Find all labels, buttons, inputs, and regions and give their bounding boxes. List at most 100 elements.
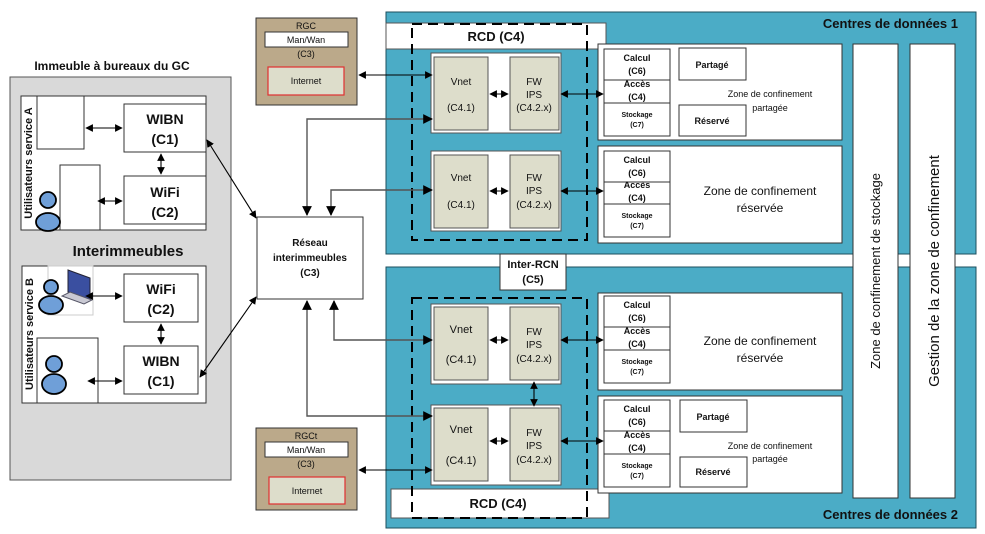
rcd-unit-dc2-1: Vnet (C4.1) FW IPS (C4.2.x) xyxy=(430,303,562,385)
calcul-label: Calcul xyxy=(623,155,650,165)
user-icon xyxy=(41,355,67,395)
wifi-code: (C2) xyxy=(147,301,174,317)
building-title: Immeuble à bureaux du GC xyxy=(34,59,190,73)
acces-label: Accès xyxy=(624,326,651,336)
vnet-code: (C4.1) xyxy=(447,103,475,114)
ips-label: IPS xyxy=(526,186,542,197)
arrow-reseau-vnet-dc1-1 xyxy=(302,114,433,216)
calcul-code: (C6) xyxy=(628,417,646,427)
inter-rcn-box xyxy=(499,253,567,291)
fw-ips-box xyxy=(509,154,560,229)
fw-label: FW xyxy=(526,173,542,184)
fw-label: FW xyxy=(526,327,542,338)
internet-box xyxy=(268,476,346,505)
arrow-wibn-b-reseau xyxy=(199,296,257,378)
arrow-wibn-a-reseau xyxy=(206,139,257,219)
calcul-label: Calcul xyxy=(623,404,650,414)
fw-ips-box xyxy=(509,56,560,131)
service-b-group: Utilisateurs service B WiFi (C2) WIBN (C… xyxy=(21,265,207,404)
user-icon xyxy=(38,279,64,315)
acces-label: Accès xyxy=(624,430,651,440)
datacenter-1-title: Centres de données 1 xyxy=(823,16,958,31)
laptop-icon xyxy=(60,269,94,305)
zone-label-line1: Zone de confinement xyxy=(704,334,817,348)
wibn-box-a xyxy=(123,103,207,153)
reseau-interimmeubles: Réseau interimmeubles (C3) xyxy=(256,216,364,300)
wifi-box-a xyxy=(123,175,207,225)
vnet-box xyxy=(433,306,489,381)
management-zone-column xyxy=(909,43,956,499)
service-b-label: Utilisateurs service B xyxy=(24,278,36,390)
rcd-unit-dc2-2: Vnet (C4.1) FW IPS (C4.2.x) xyxy=(430,404,562,486)
acces-label: Accès xyxy=(624,180,651,190)
vnet-name: Vnet xyxy=(450,324,473,336)
service-a-label: Utilisateurs service A xyxy=(23,107,35,219)
arrow-reseau-vnet-dc2-2 xyxy=(302,300,433,421)
fw-code: (C4.2.x) xyxy=(516,455,552,466)
zone-label-line1: Zone de confinement xyxy=(728,441,813,451)
management-zone-label: Gestion de la zone de confinement xyxy=(926,154,943,387)
stockage-code: (C7) xyxy=(630,369,644,376)
stockage-label: Stockage xyxy=(621,359,652,366)
vnet-code: (C4.1) xyxy=(447,200,475,211)
ips-label: IPS xyxy=(526,441,542,452)
calcul-label: Calcul xyxy=(623,53,650,63)
vnet-code: (C4.1) xyxy=(446,455,477,467)
stockage-code: (C7) xyxy=(630,223,644,230)
wibn-name: WIBN xyxy=(146,111,183,127)
fw-ips-box xyxy=(509,407,560,482)
datacenter-2-title: Centres de données 2 xyxy=(823,507,958,522)
manwan-label: Man/Wan xyxy=(287,35,325,45)
stockage-code: (C7) xyxy=(630,473,644,480)
inter-rcn-name: Inter-RCN xyxy=(507,259,558,271)
rcd-label-box-2 xyxy=(390,488,610,519)
wifi-box-b xyxy=(123,273,199,323)
reseau-line1: Réseau xyxy=(292,238,328,249)
internet-box xyxy=(267,66,345,96)
rcd-label-1: RCD (C4) xyxy=(467,29,524,44)
wifi-name: WiFi xyxy=(146,281,175,297)
zone-panel-dc2-reserved: Calcul (C6) Accès (C4) Stockage (C7) Zon… xyxy=(597,292,843,391)
calcul-label: Calcul xyxy=(623,300,650,310)
fw-ips-box xyxy=(509,306,560,381)
storage-zone-column xyxy=(852,43,899,499)
ips-label: IPS xyxy=(526,340,542,351)
stockage-label: Stockage xyxy=(621,112,652,119)
manwan-label: Man/Wan xyxy=(287,445,325,455)
calcul-code: (C6) xyxy=(628,66,646,76)
reseau-line3: (C3) xyxy=(300,268,319,279)
zone-label-line2: réservée xyxy=(737,351,784,365)
zone-label-line2: réservée xyxy=(737,201,784,215)
acces-code: (C4) xyxy=(628,92,646,102)
stockage-label: Stockage xyxy=(621,463,652,470)
rcd-unit-dc1-1: Vnet (C4.1) FW IPS (C4.2.x) xyxy=(430,52,562,134)
fw-code: (C4.2.x) xyxy=(516,354,552,365)
rgc-code: (C3) xyxy=(297,459,315,469)
stockage-code: (C7) xyxy=(630,122,644,129)
wifi-code: (C2) xyxy=(151,204,178,220)
vnet-code: (C4.1) xyxy=(446,354,477,366)
vnet-name: Vnet xyxy=(450,424,473,436)
partage-label: Partagé xyxy=(696,412,729,422)
acces-code: (C4) xyxy=(628,193,646,203)
fw-code: (C4.2.x) xyxy=(516,200,552,211)
zone-panel-dc2-shared: Calcul (C6) Accès (C4) Stockage (C7) Par… xyxy=(597,395,843,494)
zone-panel-dc1-reserved: Calcul (C6) Accès (C4) Stockage (C7) Zon… xyxy=(597,145,843,244)
device-placeholder-a2 xyxy=(59,164,101,231)
zone-label-line2: partagée xyxy=(752,454,788,464)
wibn-code: (C1) xyxy=(147,373,174,389)
wibn-code: (C1) xyxy=(151,131,178,147)
acces-code: (C4) xyxy=(628,443,646,453)
fw-code: (C4.2.x) xyxy=(516,103,552,114)
vnet-name: Vnet xyxy=(451,173,472,184)
stockage-label: Stockage xyxy=(621,213,652,220)
partage-box xyxy=(679,399,748,433)
vnet-box xyxy=(433,407,489,482)
zone-label-line1: Zone de confinement xyxy=(728,89,813,99)
vnet-name: Vnet xyxy=(451,77,472,88)
rgc-code: (C3) xyxy=(297,49,315,59)
rgc-top: RGC Man/Wan (C3) Internet xyxy=(255,17,358,106)
arrow-reseau-vnet-dc1-2 xyxy=(326,185,433,216)
acces-label: Accès xyxy=(624,79,651,89)
